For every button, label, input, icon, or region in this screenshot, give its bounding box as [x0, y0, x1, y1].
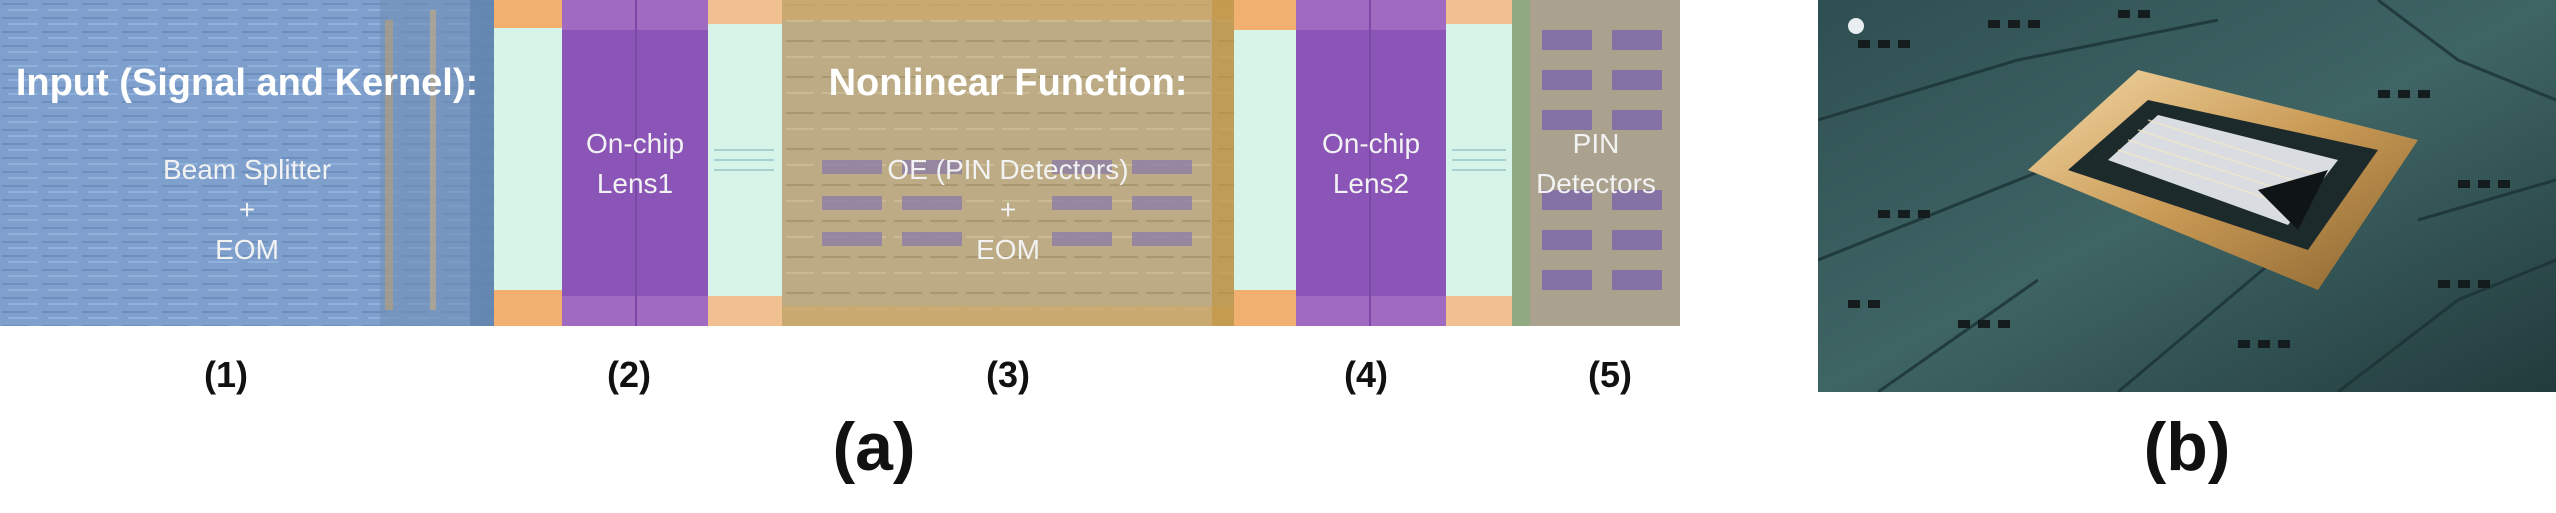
nonlinear-block: Nonlinear Function: OE (PIN Detectors) +… — [782, 0, 1234, 326]
detector-line-1: PIN — [1572, 128, 1620, 159]
index-label-2: (2) — [607, 354, 651, 395]
panel-a-caption: (a) — [832, 409, 916, 485]
lens1-line-1: On-chip — [585, 128, 685, 159]
input-line-1: Beam Splitter — [162, 154, 332, 185]
lens1-layout-image — [494, 0, 782, 326]
input-line-2: + — [238, 194, 256, 225]
detector-block: PIN Detectors — [1512, 0, 1680, 326]
lens2-line-2: Lens2 — [1332, 168, 1410, 199]
input-block: Input (Signal and Kernel): Beam Splitter… — [0, 0, 494, 326]
input-title: Input (Signal and Kernel): — [15, 62, 479, 104]
nonlinear-title: Nonlinear Function: — [828, 62, 1188, 104]
detector-line-2: Detectors — [1536, 168, 1656, 199]
nonlinear-layout-image — [782, 0, 1234, 326]
panel-b-caption: (b) — [2143, 409, 2231, 485]
detector-layout-image — [1512, 0, 1680, 326]
input-layout-image — [0, 0, 494, 326]
nonlinear-line-2: + — [999, 194, 1017, 225]
nonlinear-line-1: OE (PIN Detectors) — [887, 154, 1129, 185]
input-line-3: EOM — [215, 234, 279, 265]
nonlinear-line-3: EOM — [976, 234, 1040, 265]
lens1-line-2: Lens1 — [596, 168, 674, 199]
lens2-block: On-chip Lens2 — [1234, 0, 1512, 326]
lens2-layout-image — [1234, 0, 1512, 326]
lens2-line-1: On-chip — [1321, 128, 1421, 159]
index-label-4: (4) — [1344, 354, 1388, 395]
chip-photo — [1818, 0, 2556, 392]
index-label-1: (1) — [204, 354, 248, 395]
index-label-5: (5) — [1588, 354, 1632, 395]
index-label-3: (3) — [986, 354, 1030, 395]
lens1-block: On-chip Lens1 — [494, 0, 782, 326]
